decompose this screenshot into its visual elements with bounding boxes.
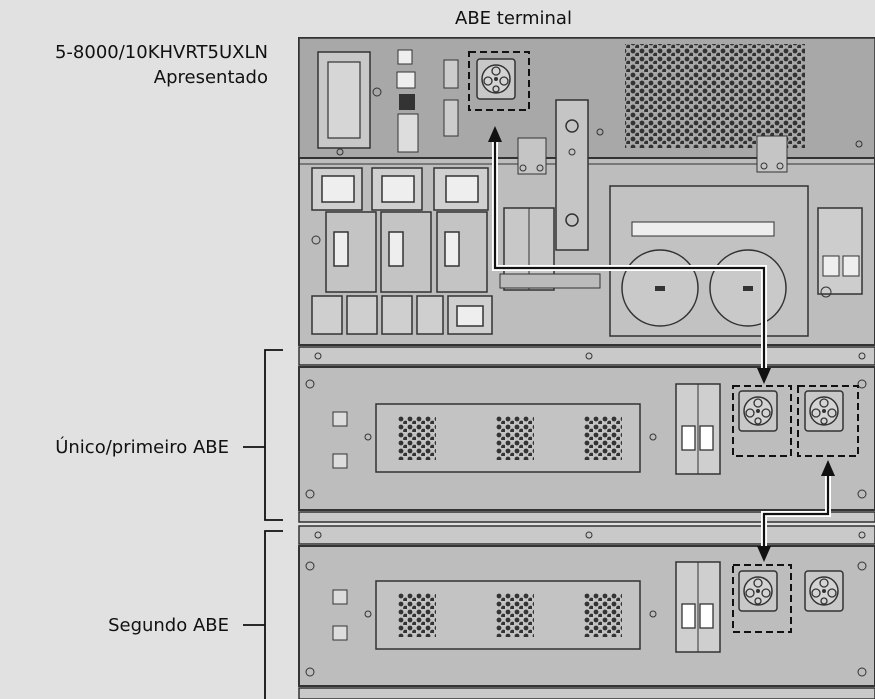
second-abe-brace (243, 531, 283, 699)
main-unit (299, 38, 875, 345)
second-abe-unit (299, 526, 875, 699)
first-abe-brace (243, 350, 283, 520)
first-abe-unit (299, 347, 875, 522)
